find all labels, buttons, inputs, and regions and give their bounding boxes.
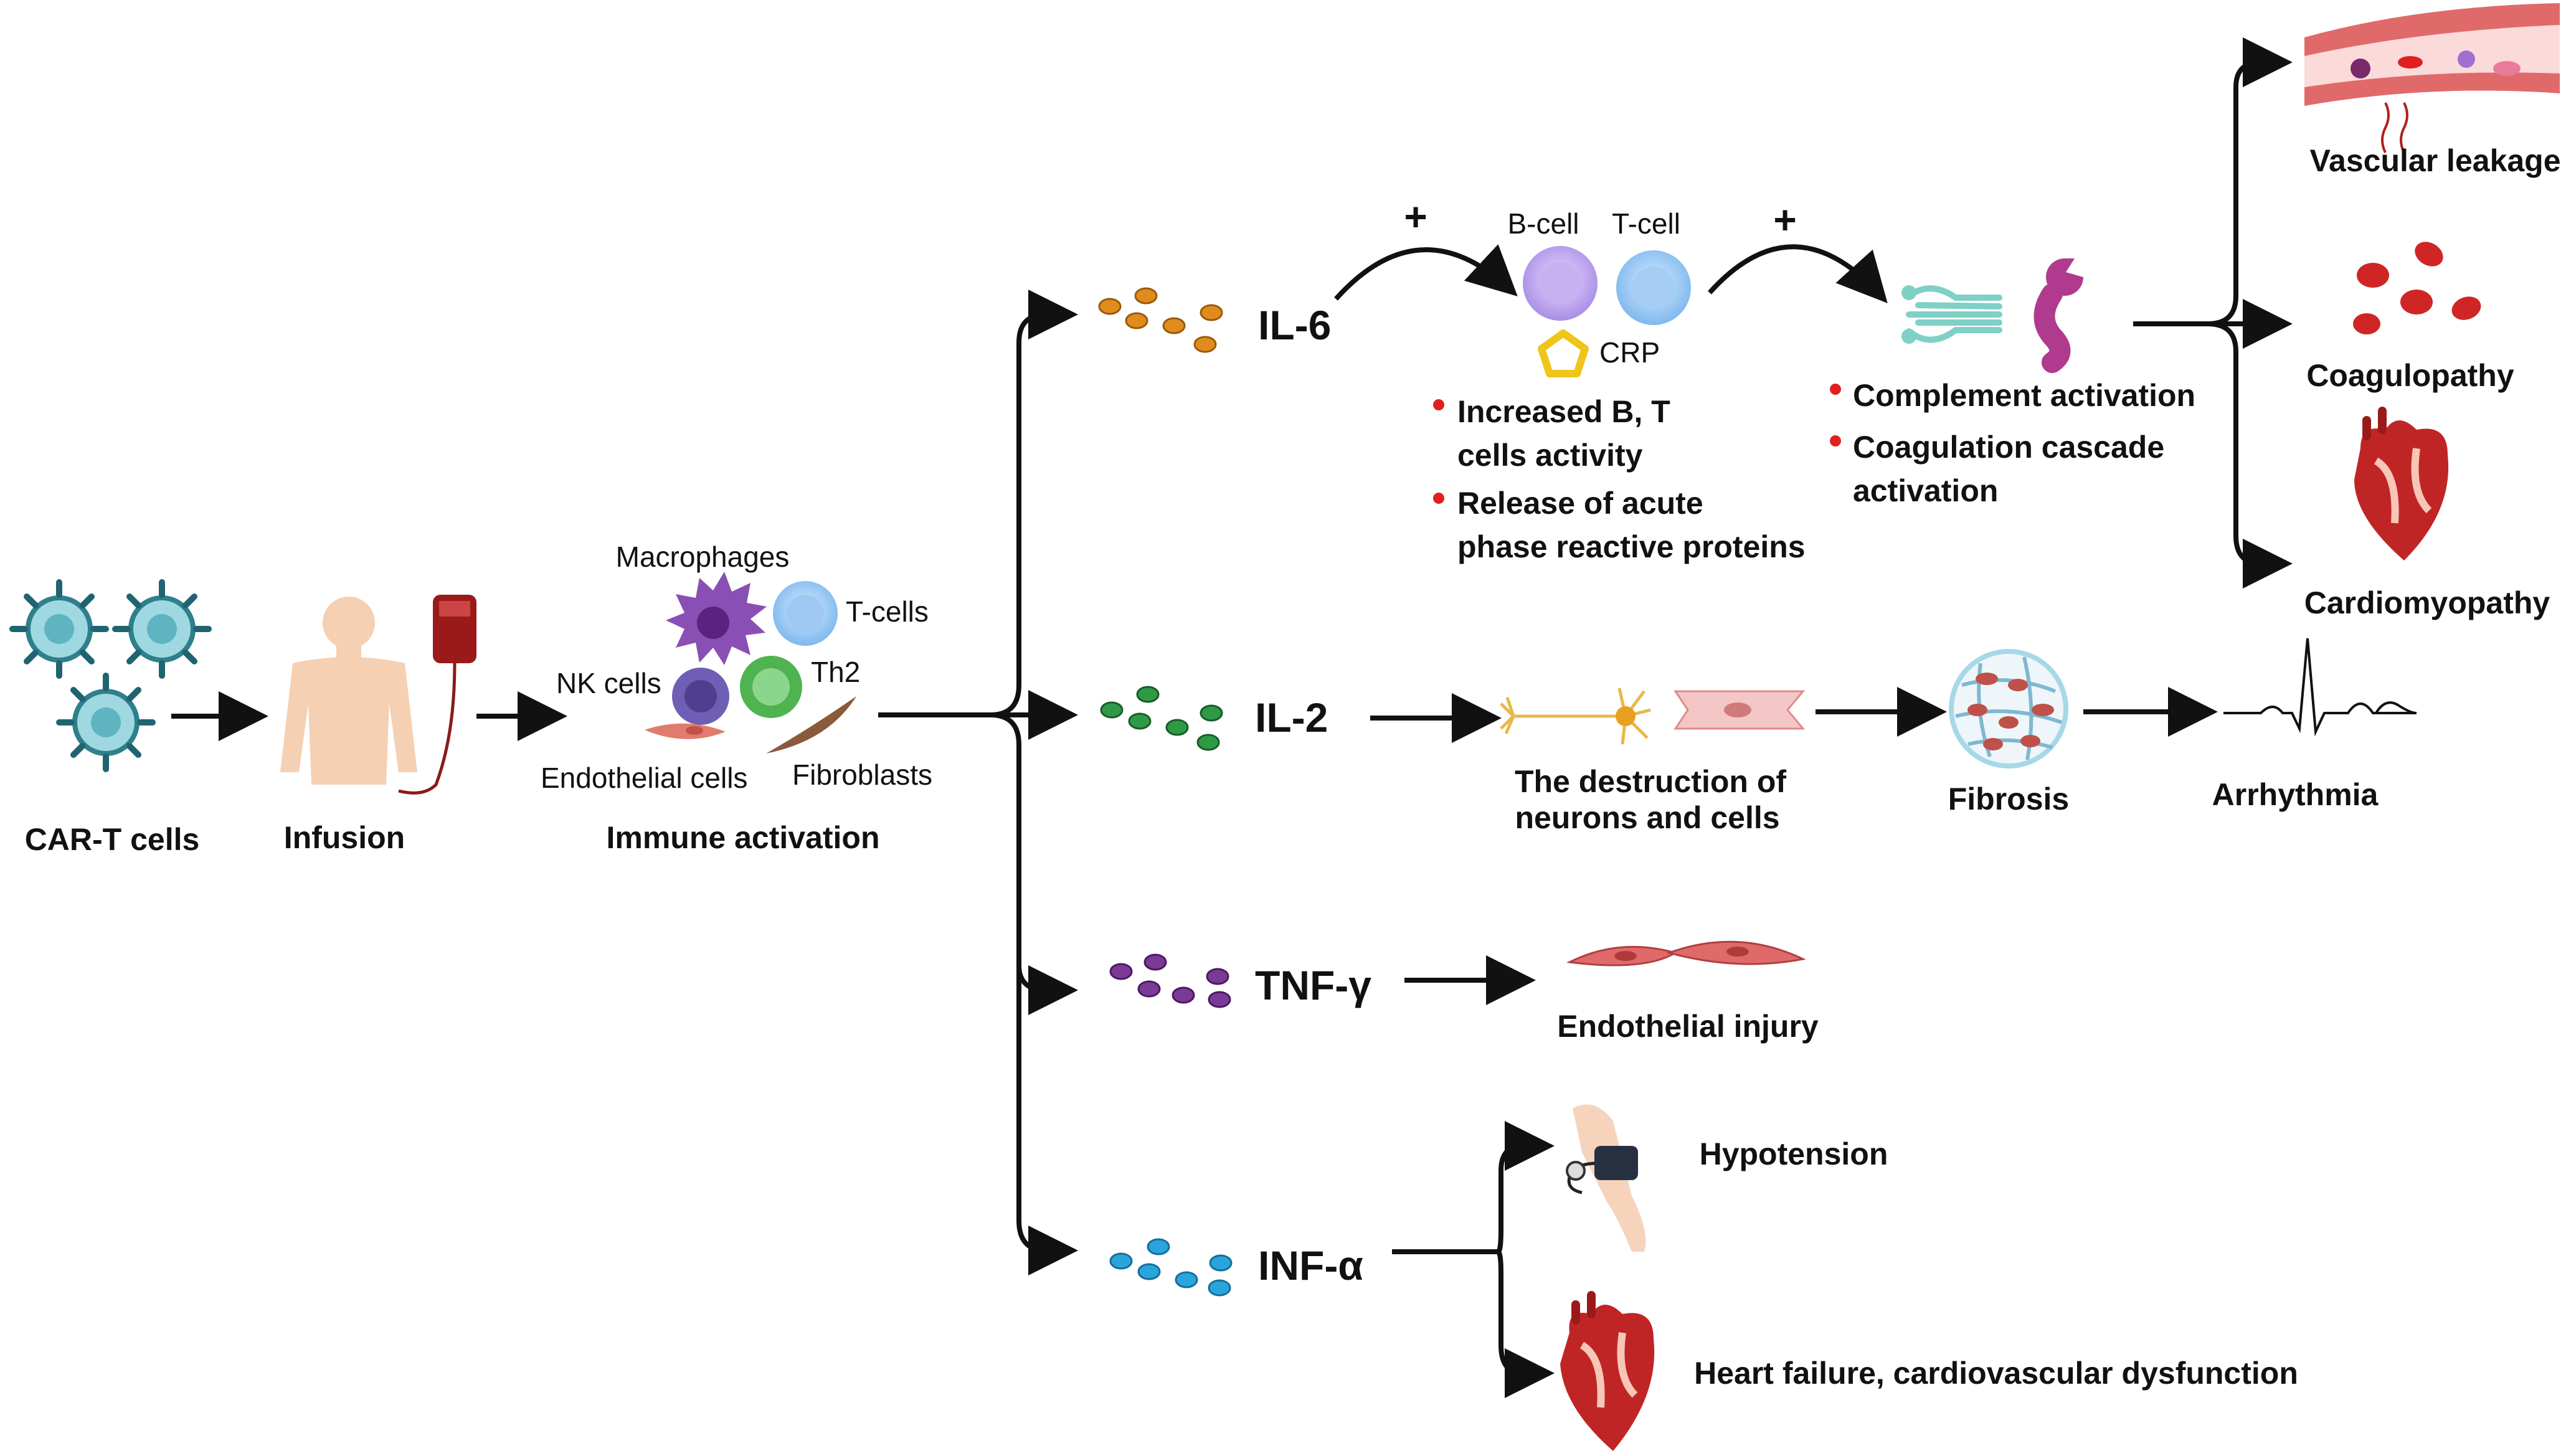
complement-activation-label: Complement activation (1853, 378, 2195, 413)
il6-cytokine-dots (1098, 287, 1223, 353)
destruction-line-2: neurons and cells (1515, 800, 1779, 835)
bt-activity-line-2: cells activity (1457, 438, 1643, 473)
coagulation-cascade-line-1: Coagulation cascade (1853, 430, 2164, 465)
acute-phase-line-1: Release of acute (1457, 486, 1703, 521)
t-cells-label: T-cells (846, 595, 929, 628)
endothelial-injury-label: Endothelial injury (1557, 1009, 1819, 1044)
inf-cytokine-dots (1109, 1238, 1233, 1297)
heart-icon (2354, 407, 2449, 560)
patient-icon (280, 597, 417, 785)
damaged-cells-icon (1674, 690, 1806, 730)
il6-outcome-connectors (2133, 37, 2293, 589)
fibrosis-label: Fibrosis (1948, 782, 2069, 816)
destruction-line-1: The destruction of (1515, 764, 1786, 799)
fibroblasts-label: Fibroblasts (792, 759, 932, 791)
arrhythmia-label: Arrhythmia (2212, 777, 2379, 812)
t-cell-label: T-cell (1612, 207, 1680, 240)
t-cell-icon (773, 581, 838, 646)
tnf-label: TNF-γ (1255, 962, 1371, 1008)
b-cell-icon (1523, 246, 1598, 321)
infusion-label: Infusion (284, 820, 405, 855)
macrophages-label: Macrophages (616, 541, 790, 573)
complement-icon (1901, 285, 2002, 344)
t-cell-il6-icon (1616, 250, 1691, 325)
blood-pressure-cuff-icon (1566, 1104, 1646, 1252)
il6-label: IL-6 (1258, 302, 1331, 348)
branch-connectors (878, 290, 1078, 1275)
blood-vessel-icon (2304, 3, 2560, 153)
macrophage-icon (666, 572, 767, 665)
il2-label: IL-2 (1255, 694, 1328, 740)
b-cell-label: B-cell (1507, 207, 1579, 240)
red-blood-cells-icon (2353, 242, 2481, 334)
ecg-icon (2223, 638, 2417, 737)
immune-cells-icon (645, 572, 856, 754)
il2-cytokine-dots (1100, 686, 1223, 751)
coagulation-factor-icon (2033, 258, 2083, 373)
arrow-il6-to-bt-cells (1334, 244, 1518, 301)
neuron-icon (1500, 688, 1651, 745)
nk-cell-icon (672, 668, 729, 725)
endothelial-injury-icon (1566, 940, 1806, 967)
cardiomyopathy-label: Cardiomyopathy (2304, 585, 2550, 620)
bullet-dot-3 (1830, 384, 1841, 395)
bullet-dot-1 (1433, 399, 1444, 410)
inf-outcome-connectors (1392, 1121, 1555, 1398)
heart-failure-label: Heart failure, cardiovascular dysfunctio… (1694, 1356, 2298, 1391)
blood-bag-icon (398, 595, 476, 795)
coagulation-cascade-line-2: activation (1853, 473, 1998, 508)
acute-phase-line-2: phase reactive proteins (1457, 529, 1806, 564)
inf-label: INF-α (1258, 1242, 1363, 1288)
hypotension-label: Hypotension (1700, 1137, 1888, 1171)
bt-activity-line-1: Increased B, T (1457, 394, 1670, 429)
plus-sign-2: + (1773, 197, 1796, 242)
crp-label: CRP (1599, 336, 1660, 369)
immune-activation-label: Immune activation (607, 820, 880, 855)
endothelial-cells-label: Endothelial cells (541, 762, 747, 794)
car-t-cells-label: CAR-T cells (25, 822, 200, 857)
plus-sign-1: + (1404, 194, 1427, 239)
failing-heart-icon (1560, 1291, 1655, 1451)
crp-icon (1538, 329, 1589, 377)
bullet-dot-2 (1433, 493, 1444, 504)
bullet-dot-4 (1830, 435, 1841, 447)
coagulopathy-label: Coagulopathy (2306, 358, 2514, 393)
car-t-cells-icon (9, 579, 212, 772)
th2-cell-icon (740, 656, 802, 718)
arrow-bt-cells-to-complement (1708, 244, 1888, 303)
fibrosis-icon (1949, 649, 2068, 768)
vascular-leakage-label: Vascular leakage (2309, 143, 2560, 178)
tnf-cytokine-dots (1109, 953, 1231, 1008)
th2-label: Th2 (811, 656, 860, 688)
nk-cells-label: NK cells (556, 667, 661, 699)
endothelial-cell-icon (645, 723, 726, 739)
